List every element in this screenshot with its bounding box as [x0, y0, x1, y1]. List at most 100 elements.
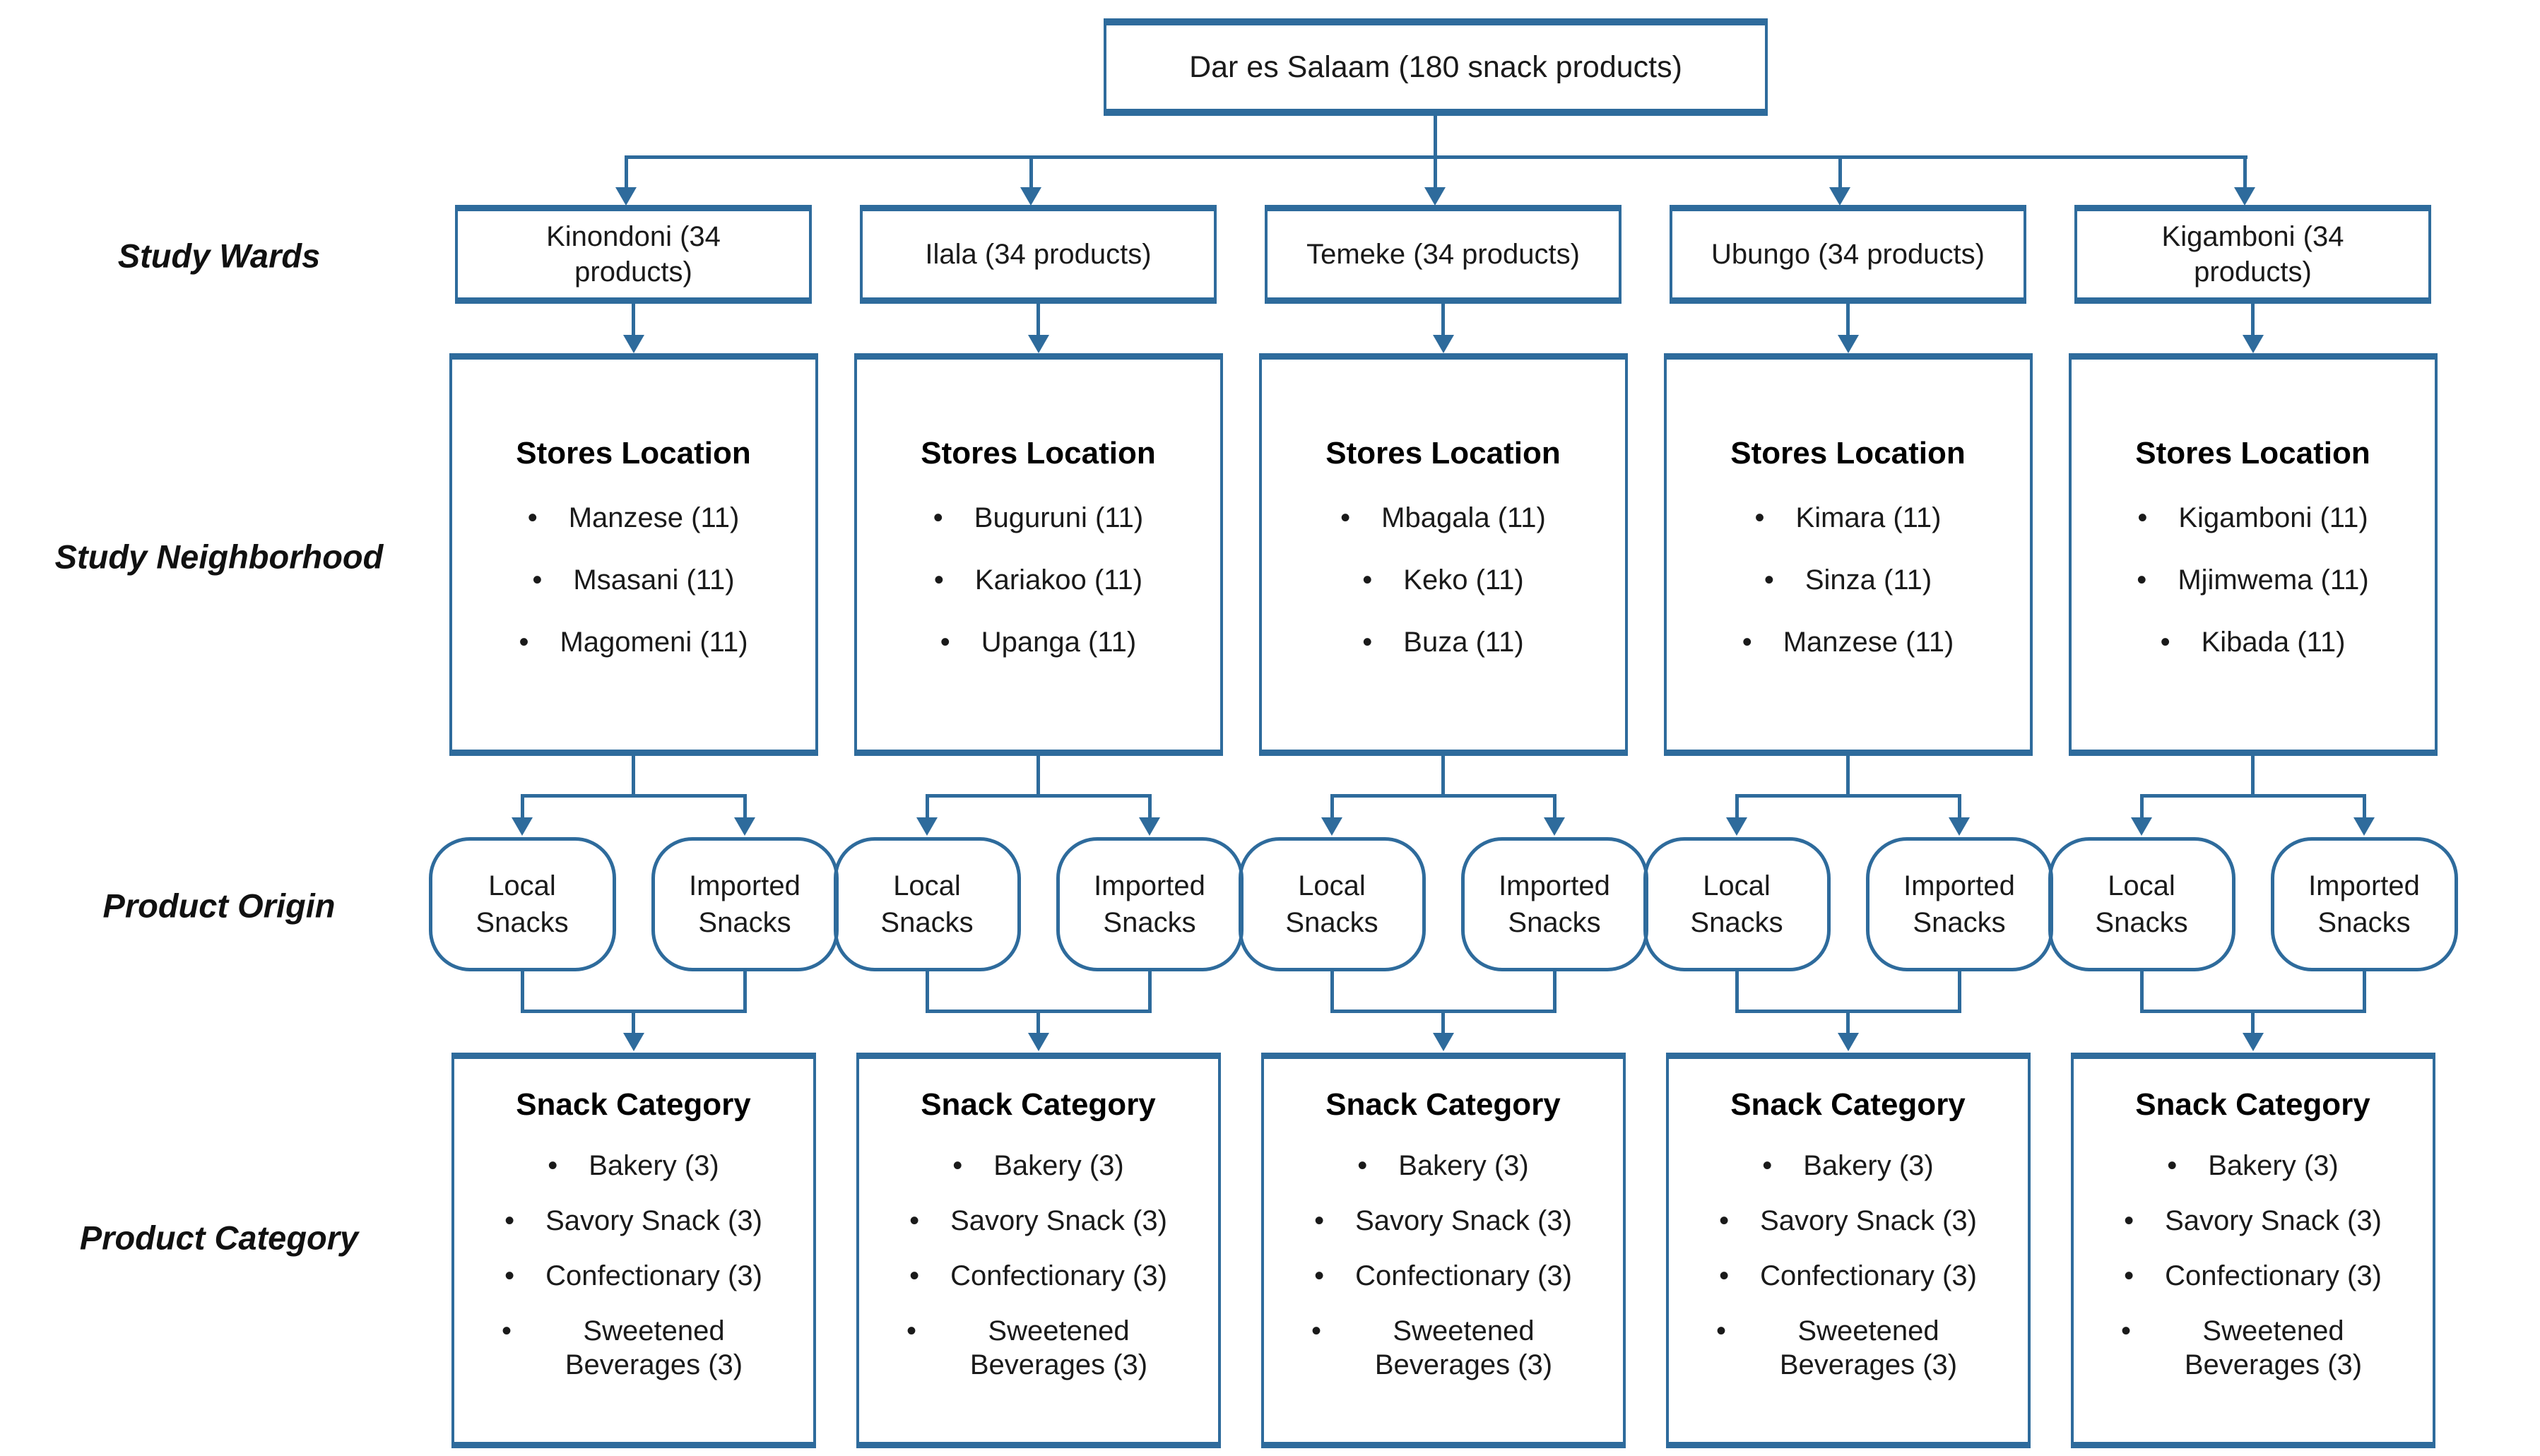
ward-column-temeke: Temeke (34 products) Stores Location •Mb…	[1238, 205, 1648, 1448]
origin-label: Local Snacks	[1690, 870, 1783, 938]
category-item: •Sweetened Beverages (3)	[906, 1314, 1170, 1382]
arrowhead-down-icon	[1321, 817, 1342, 836]
bullet-icon: •	[909, 1205, 920, 1236]
category-label: Sweetened Beverages (3)	[2184, 1315, 2363, 1380]
bullet-icon: •	[519, 627, 529, 658]
stores-location-box: Stores Location •Mbagala (11) •Keko (11)…	[1258, 353, 1628, 756]
category-item: •Confectionary (3)	[1719, 1259, 1977, 1293]
ward-column-ubungo: Ubungo (34 products) Stores Location •Ki…	[1643, 205, 2053, 1448]
connector-merge-to-category	[1241, 971, 1646, 1053]
connector-line	[632, 756, 635, 797]
connector-line	[520, 794, 747, 798]
product-origin-row: Local Snacks Imported Snacks	[833, 837, 1244, 971]
origin-imported-snacks-box: Imported Snacks	[1460, 837, 1648, 971]
row-label-study-neighborhood: Study Neighborhood	[54, 538, 384, 576]
store-item: •Manzese (11)	[528, 501, 740, 535]
store-label: Manzese (11)	[1783, 627, 1954, 658]
bullet-icon: •	[1362, 564, 1373, 596]
connector-line	[1735, 794, 1961, 798]
category-item: •Bakery (3)	[952, 1149, 1124, 1183]
connector-line	[2362, 971, 2366, 1012]
store-item: •Sinza (11)	[1764, 563, 1932, 597]
product-origin-row: Local Snacks Imported Snacks	[1643, 837, 2053, 971]
stores-title: Stores Location	[921, 436, 1156, 470]
arrowhead-down-icon	[622, 335, 644, 353]
connector-line	[1434, 116, 1437, 158]
connector-split-to-origins	[1241, 756, 1646, 837]
category-label: Confectionary (3)	[545, 1260, 762, 1291]
category-item: • Savory Snack (3)	[504, 1204, 762, 1238]
category-label: Bakery (3)	[589, 1150, 719, 1181]
category-item: •Savory Snack (3)	[909, 1204, 1167, 1238]
store-label: Sinza (11)	[1804, 564, 1932, 596]
category-item: •Sweetened Beverages (3)	[502, 1314, 765, 1382]
bullet-icon: •	[909, 1260, 920, 1291]
origin-imported-snacks-box: Imported Snacks	[2270, 837, 2458, 971]
arrowhead-down-icon	[1020, 187, 1041, 206]
origin-label: Imported Snacks	[689, 870, 801, 938]
stores-title: Stores Location	[516, 436, 751, 470]
product-origin-row: Local Snacks Imported Snacks	[2048, 837, 2458, 971]
snack-category-box: Snack Category •Bakery (3) •Savory Snack…	[451, 1053, 816, 1448]
category-label: Bakery (3)	[1803, 1150, 1934, 1181]
bullet-icon: •	[2137, 502, 2148, 533]
ward-label: Ubungo (34 products)	[1711, 239, 1985, 270]
stores-location-box: Stores Location •Manzese (11) •Msasani (…	[449, 353, 818, 756]
product-origin-row: Local Snacks Imported Snacks	[428, 837, 839, 971]
category-label: Sweetened Beverages (3)	[1779, 1315, 1958, 1380]
connector-ward-to-stores	[1646, 304, 2050, 353]
bullet-icon: •	[2124, 1260, 2134, 1291]
connector-line	[1552, 794, 1557, 818]
stores-location-box: Stores Location •Kimara (11) •Sinza (11)…	[1663, 353, 2033, 756]
store-label: Msasani (11)	[573, 564, 735, 596]
category-label: Sweetened Beverages (3)	[969, 1315, 1148, 1380]
connector-line	[1838, 159, 1842, 189]
origin-label: Imported Snacks	[1094, 870, 1205, 938]
category-label: Savory Snack (3)	[2165, 1205, 2382, 1236]
store-item: •Kariakoo (11)	[934, 563, 1142, 597]
category-label: Savory Snack (3)	[1355, 1205, 1572, 1236]
category-label: Confectionary (3)	[2165, 1260, 2382, 1291]
bullet-icon: •	[2120, 1315, 2131, 1346]
connector-line	[1735, 971, 1739, 1012]
connector-line	[1957, 971, 1961, 1012]
category-label: Savory Snack (3)	[545, 1205, 762, 1236]
bullet-icon: •	[940, 627, 950, 658]
category-item: •Savory Snack (3)	[2124, 1204, 2382, 1238]
category-item: •Confectionary (3)	[1314, 1259, 1572, 1293]
connector-line	[743, 971, 747, 1012]
connector-line	[1846, 304, 1850, 336]
origin-local-snacks-box: Local Snacks	[428, 837, 616, 971]
arrowhead-down-icon	[1432, 1033, 1454, 1051]
connector-line	[1735, 794, 1739, 818]
bullet-icon: •	[532, 564, 543, 596]
connector-line	[1036, 756, 1040, 797]
connector-line	[1330, 794, 1334, 818]
category-item: •Savory Snack (3)	[1719, 1204, 1977, 1238]
bullet-icon: •	[504, 1205, 515, 1236]
connector-line	[2362, 794, 2366, 818]
store-item: •Mjimwema (11)	[2137, 563, 2368, 597]
arrowhead-down-icon	[2353, 817, 2375, 836]
connector-line	[1147, 971, 1152, 1012]
origin-local-snacks-box: Local Snacks	[2048, 837, 2235, 971]
connector-merge-to-category	[2050, 971, 2455, 1053]
origin-label: Local Snacks	[2095, 870, 2188, 938]
ward-column-kinondoni: Kinondoni (34 products) Stores Location …	[428, 205, 839, 1448]
store-label: Manzese (11)	[568, 502, 740, 533]
arrowhead-down-icon	[1544, 817, 1565, 836]
connector-line	[2251, 304, 2255, 336]
store-label: Kibada (11)	[2201, 627, 2346, 658]
bullet-icon: •	[1362, 627, 1373, 658]
connector-line	[520, 794, 524, 818]
connector-line	[2139, 794, 2144, 818]
category-label: Confectionary (3)	[1760, 1260, 1977, 1291]
connector-line	[1441, 756, 1445, 797]
connector-ward-to-stores	[1241, 304, 1646, 353]
connector-ward-to-stores	[431, 304, 836, 353]
arrowhead-down-icon	[1139, 817, 1160, 836]
category-label: Savory Snack (3)	[1760, 1205, 1977, 1236]
bullet-icon: •	[1311, 1315, 1321, 1346]
store-label: Upanga (11)	[981, 627, 1137, 658]
